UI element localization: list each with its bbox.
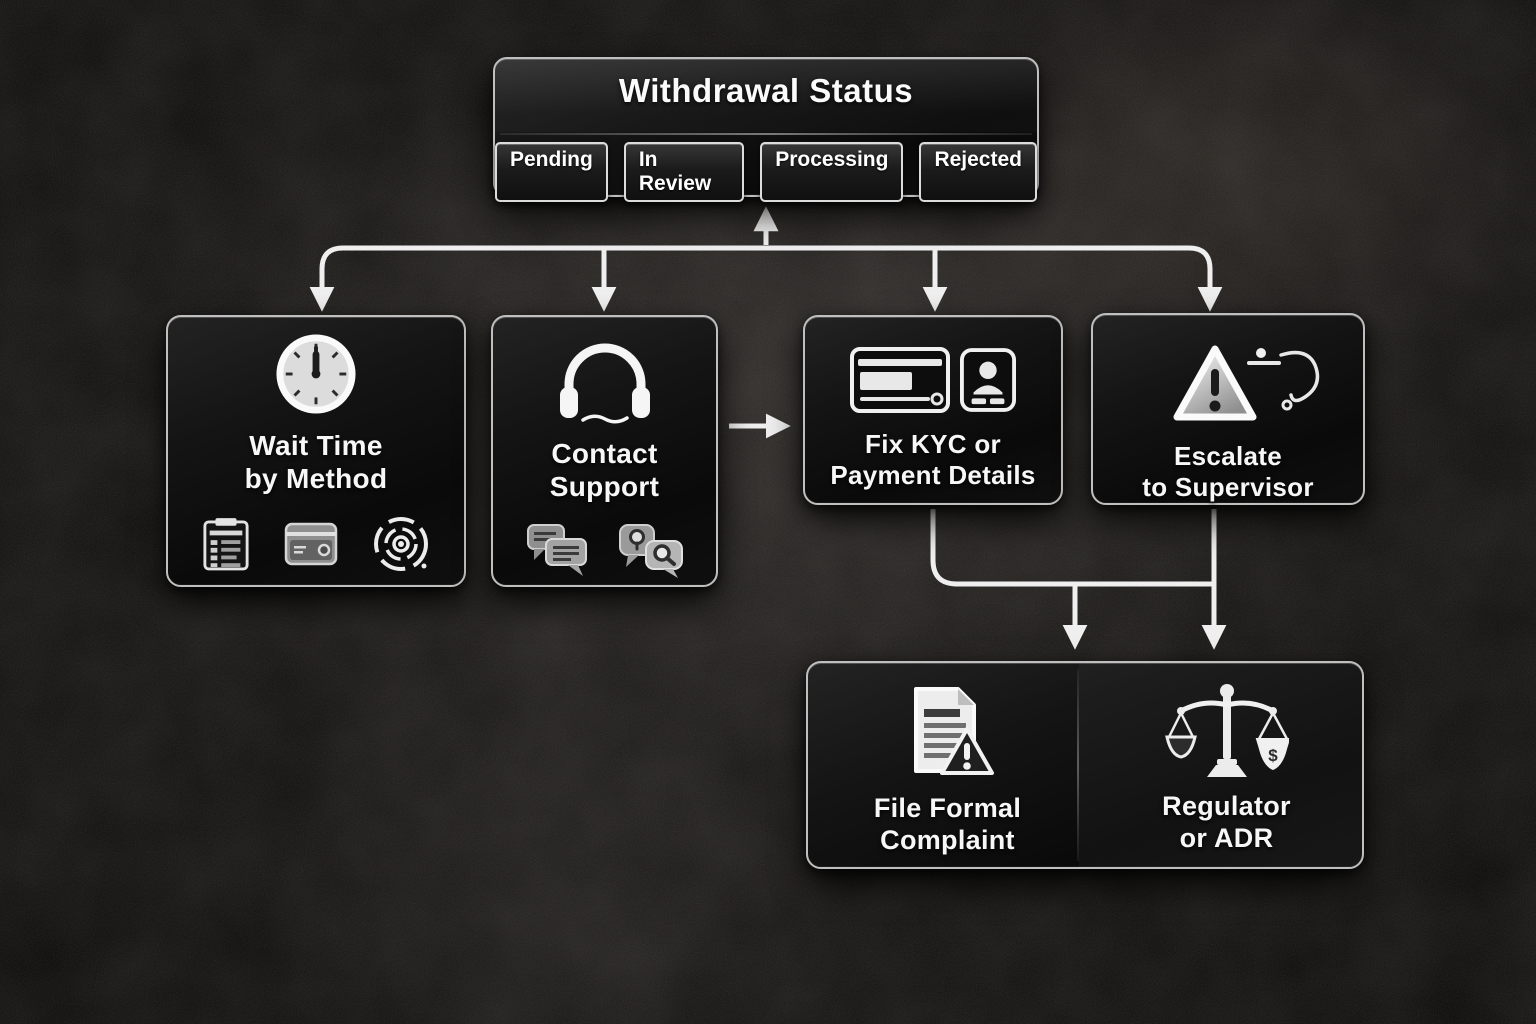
clock-icon	[276, 334, 356, 414]
node-label: File Formal Complaint	[873, 793, 1022, 855]
headset-icon	[559, 343, 650, 424]
dollar-glyph: $	[1268, 746, 1278, 765]
node-label: Regulator or ADR	[1162, 791, 1291, 853]
contact-support-sub-icons	[526, 523, 684, 579]
form-list-icon	[203, 518, 249, 571]
node-file-complaint: File Formal Complaint	[808, 663, 1087, 867]
chat-search-icon	[618, 524, 683, 579]
status-badge-rejected: Rejected	[919, 142, 1037, 202]
wait-time-sub-icons	[202, 515, 430, 573]
status-badge-processing: Processing	[760, 142, 904, 202]
node-regulator-adr: $ Regulator or ADR	[1087, 663, 1366, 867]
target-tracker-icon	[374, 517, 428, 572]
node-fix-kyc: Fix KYC or Payment Details	[803, 315, 1063, 505]
node-contact-support: Contact Support	[491, 315, 718, 587]
kyc-icons	[850, 347, 1016, 413]
node-label: Fix KYC or Payment Details	[830, 429, 1036, 490]
node-label: Wait Time by Method	[244, 430, 388, 495]
id-card-icon	[960, 348, 1016, 412]
page-title: Withdrawal Status	[618, 72, 914, 109]
justice-scales-icon: $	[1164, 684, 1289, 777]
node-wait-time: Wait Time by Method	[166, 315, 466, 587]
node-complaint-regulator-panel: File Formal Complaint $ Regulator or ADR	[806, 661, 1364, 869]
wallet-card-icon	[284, 522, 338, 566]
edge-rail-top	[309, 245, 1223, 312]
node-label: Contact Support	[549, 438, 660, 503]
status-badge-pending: Pending	[495, 142, 608, 202]
edge-kyc-down-rail	[930, 509, 1214, 587]
bank-card-icon	[850, 347, 950, 413]
node-label: Escalate to Supervisor	[1142, 441, 1314, 502]
complaint-document-icon	[913, 687, 994, 775]
node-escalate: Escalate to Supervisor	[1091, 313, 1365, 505]
status-badge-in-review: In Review	[623, 142, 745, 202]
status-badge-row: Pending In Review Processing Rejected	[495, 142, 1037, 202]
withdrawal-status-panel: Withdrawal Status Pending In Review Proc…	[493, 57, 1039, 202]
warning-triangle-icon	[1173, 345, 1320, 421]
panel-divider	[500, 133, 1032, 135]
chat-messages-icon	[526, 524, 587, 577]
